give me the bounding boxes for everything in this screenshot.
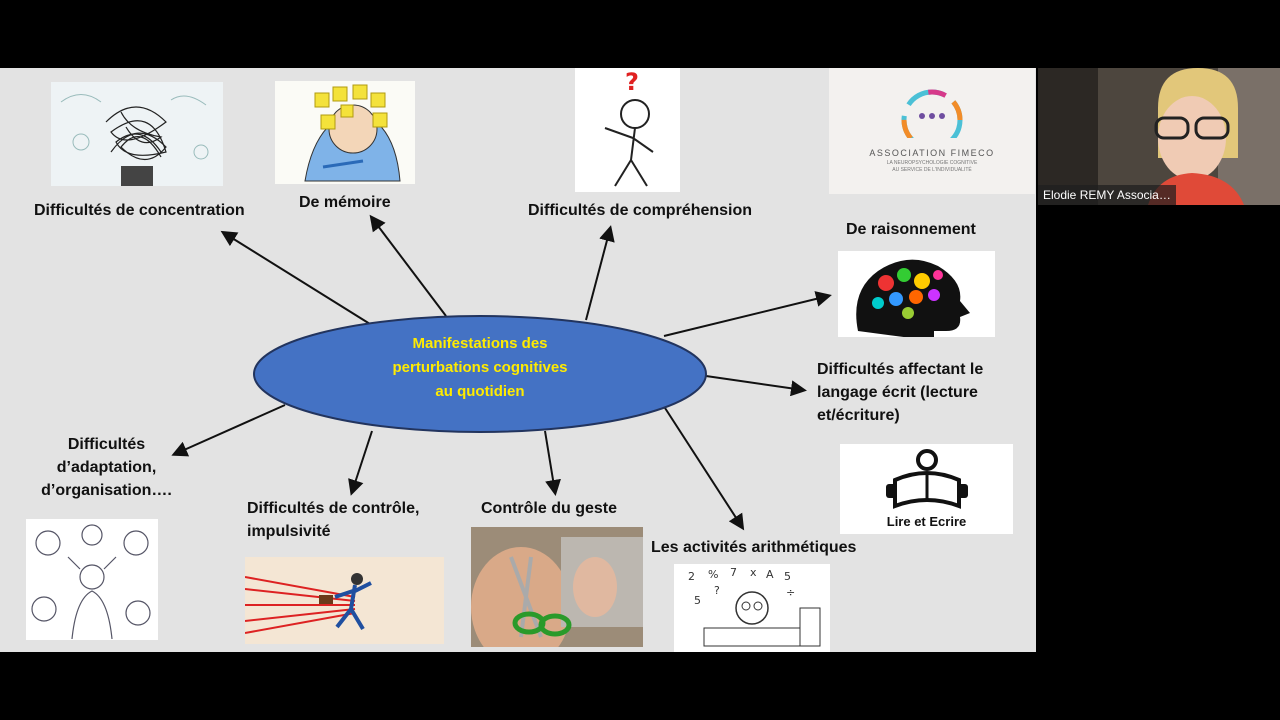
center-ellipse	[253, 315, 707, 433]
label-comprehension: Difficultés de compréhension	[528, 202, 753, 219]
arrow-concentration	[220, 230, 371, 325]
label-line: et/écriture)	[817, 407, 900, 424]
label-line: Difficultés affectant le	[817, 361, 984, 378]
participant-name-tag: Elodie REMY Association FIMECO	[1038, 185, 1176, 205]
svg-text:%: %	[708, 568, 718, 581]
label-line: langage écrit (lecture	[817, 384, 978, 401]
logo-tagline: LA NEUROPSYCHOLOGIE COGNITIVE AU SERVICE…	[829, 160, 1035, 174]
arrow-controle	[348, 430, 373, 496]
label-geste: Contrôle du geste	[481, 500, 618, 517]
svg-text:7: 7	[730, 566, 737, 579]
arrow-arithmetique	[664, 407, 745, 531]
svg-text:?: ?	[625, 68, 639, 96]
tangled-head-image	[51, 82, 223, 186]
svg-text:?: ?	[714, 584, 720, 597]
sticky-notes-woman-image	[275, 81, 415, 184]
label-langage-ecrit: Difficultés affectant le langage écrit (…	[817, 358, 983, 427]
tagline-line: LA NEUROPSYCHOLOGIE COGNITIVE	[886, 160, 978, 166]
label-raisonnement: De raisonnement	[846, 221, 976, 238]
logo-name: ASSOCIATION FIMECO	[869, 148, 995, 158]
svg-text:A: A	[766, 568, 774, 581]
label-line: d’organisation….	[41, 482, 172, 499]
center-line: Manifestations des	[412, 335, 548, 352]
stressed-man-image	[26, 519, 158, 640]
arrow-langage	[705, 375, 807, 397]
child-scissors-image	[471, 527, 643, 647]
center-line: au quotidien	[435, 383, 525, 400]
arrow-adaptation	[171, 404, 286, 457]
arrow-comprehension	[585, 225, 615, 321]
label-arithmetique: Les activités arithmétiques	[651, 539, 857, 556]
fimeco-logo: ASSOCIATION FIMECO LA NEUROPSYCHOLOGIE C…	[829, 68, 1035, 194]
label-line: impulsivité	[247, 523, 331, 540]
arrow-geste	[544, 430, 561, 496]
arrows-layer	[171, 214, 832, 531]
lire-ecrire-text: Lire et Ecrire	[886, 514, 967, 529]
label-line: Difficultés de contrôle,	[247, 500, 420, 517]
label-memoire: De mémoire	[299, 194, 391, 211]
center-title: Manifestations des perturbations cogniti…	[360, 332, 600, 404]
participant-video-tile[interactable]: Elodie REMY Association FIMECO	[1038, 68, 1280, 205]
arrow-memoire	[369, 214, 447, 317]
presentation-slide: Manifestations des perturbations cogniti…	[0, 68, 1036, 652]
label-line: Difficultés	[67, 436, 146, 453]
arrow-raisonnement	[663, 291, 832, 337]
label-adaptation: Difficultés d’adaptation, d’organisation…	[34, 433, 179, 502]
label-controle: Difficultés de contrôle, impulsivité	[247, 497, 419, 543]
svg-text:2: 2	[688, 570, 695, 583]
center-line: perturbations cognitives	[392, 359, 568, 376]
lire-ecrire-image: Lire et Ecrire	[840, 444, 1013, 534]
brain-gears-image	[838, 251, 995, 337]
svg-text:÷: ÷	[786, 586, 795, 599]
svg-text:5: 5	[784, 570, 791, 583]
tagline-line: AU SERVICE DE L'INDIVIDUALITÉ	[892, 167, 972, 173]
svg-text:5: 5	[694, 594, 701, 607]
confused-stick-figure-image: ?	[575, 68, 680, 192]
svg-text:x: x	[750, 566, 757, 579]
label-line: d’adaptation,	[56, 459, 157, 476]
running-man-red-lines-image	[245, 557, 444, 644]
label-concentration: Difficultés de concentration	[34, 202, 245, 219]
